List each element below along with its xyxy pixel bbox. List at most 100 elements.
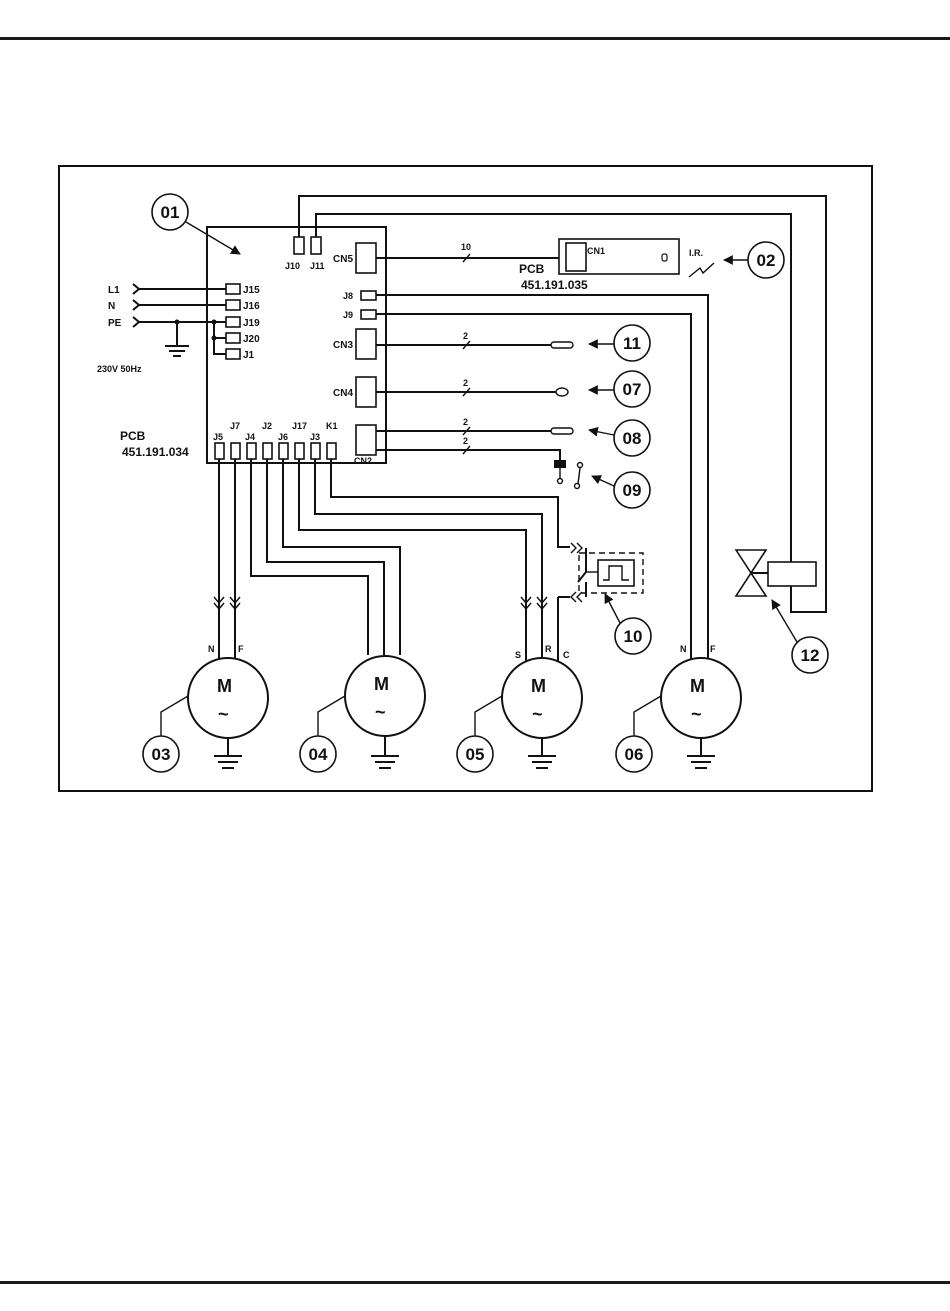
label-j5: J5	[213, 432, 223, 442]
label-cn2: CN2	[354, 456, 372, 466]
svg-text:C: C	[563, 650, 570, 660]
callout-05: 05	[457, 696, 502, 772]
label-j20: J20	[243, 334, 260, 345]
wire-j2-motor04	[267, 459, 384, 655]
connector-j15	[226, 284, 240, 294]
connector-j5	[215, 443, 224, 459]
main-pcb-title: PCB	[120, 429, 146, 443]
label-cn3: CN3	[333, 340, 353, 351]
callout-02: 02	[724, 242, 784, 278]
svg-text:N: N	[208, 644, 215, 654]
label-j1: J1	[243, 350, 255, 361]
wirecount-cn2-a: 2	[463, 417, 468, 427]
callout-11: 11	[589, 325, 650, 361]
connector-cn5	[356, 243, 376, 273]
callout-04: 04	[300, 696, 345, 772]
label-j10: J10	[285, 261, 300, 271]
callout-03: 03	[143, 696, 188, 772]
label-j3: J3	[310, 432, 320, 442]
label-cn1: CN1	[587, 246, 605, 256]
connector-k1	[327, 443, 336, 459]
probe-11	[551, 342, 573, 348]
svg-text:M: M	[690, 676, 705, 696]
switch-09	[554, 460, 583, 489]
label-j7: J7	[230, 421, 240, 431]
callout-10: 10	[605, 594, 651, 654]
svg-text:~: ~	[218, 704, 229, 724]
svg-text:S: S	[515, 650, 521, 660]
connector-j8	[361, 291, 376, 300]
svg-text:12: 12	[801, 646, 820, 665]
connector-j2	[263, 443, 272, 459]
label-ir: I.R.	[689, 248, 703, 258]
svg-text:04: 04	[309, 745, 328, 764]
wire-k1-capacitor	[331, 459, 570, 547]
svg-text:M: M	[531, 676, 546, 696]
label-k1: K1	[326, 421, 338, 431]
callout-09: 09	[592, 472, 650, 508]
ir-signal-icon	[689, 263, 714, 277]
connector-j11	[311, 237, 321, 254]
svg-text:F: F	[238, 644, 244, 654]
wire-j4-motor04	[251, 459, 368, 655]
callout-08: 08	[589, 420, 650, 456]
motor-05: M ~ S R C	[502, 644, 582, 768]
label-j19: J19	[243, 318, 260, 329]
wire-j6-motor04	[283, 459, 400, 655]
wirecount-cn2-b: 2	[463, 436, 468, 446]
label-j6: J6	[278, 432, 288, 442]
svg-text:07: 07	[623, 380, 642, 399]
connector-j1	[226, 349, 240, 359]
connector-j19	[226, 317, 240, 327]
svg-text:~: ~	[375, 702, 386, 722]
label-j4: J4	[245, 432, 255, 442]
label-j16: J16	[243, 301, 260, 312]
ir-pcb-cn1	[566, 243, 586, 271]
wirecount-cn4: 2	[463, 378, 468, 388]
svg-text:N: N	[680, 644, 687, 654]
svg-text:M: M	[217, 676, 232, 696]
label-j15: J15	[243, 285, 260, 296]
wire-j3-motor05	[315, 459, 542, 670]
label-pe: PE	[108, 318, 122, 329]
connector-cn4	[356, 377, 376, 407]
label-j8: J8	[343, 291, 353, 301]
svg-text:F: F	[710, 644, 716, 654]
label-cn5: CN5	[333, 254, 353, 265]
wire-j17-motor05	[299, 459, 526, 670]
connector-j6	[279, 443, 288, 459]
probe-07	[556, 388, 568, 396]
label-cn4: CN4	[333, 388, 353, 399]
label-j17: J17	[292, 421, 307, 431]
callout-07: 07	[589, 371, 650, 407]
connector-j9	[361, 310, 376, 319]
wirecount-cn5: 10	[461, 242, 471, 252]
svg-text:R: R	[545, 644, 552, 654]
svg-text:09: 09	[623, 481, 642, 500]
ir-pcb-title: PCB	[519, 262, 545, 276]
connector-j10	[294, 237, 304, 254]
label-n: N	[108, 301, 115, 312]
probe-08	[551, 428, 573, 434]
connector-cn3	[356, 329, 376, 359]
connector-j16	[226, 300, 240, 310]
connector-j3	[311, 443, 320, 459]
wirecount-cn3: 2	[463, 331, 468, 341]
callout-06: 06	[616, 696, 661, 772]
device-10-body	[598, 560, 634, 586]
svg-text:~: ~	[691, 704, 702, 724]
svg-text:M: M	[374, 674, 389, 694]
connector-j20	[226, 333, 240, 343]
wire-cn2-switch	[376, 450, 560, 460]
connector-j4	[247, 443, 256, 459]
svg-text:03: 03	[152, 745, 171, 764]
svg-text:05: 05	[466, 745, 485, 764]
motor-04: M ~	[345, 656, 425, 768]
supply-rating: 230V 50Hz	[97, 364, 142, 374]
label-j2: J2	[262, 421, 272, 431]
connector-j17	[295, 443, 304, 459]
label-j9: J9	[343, 310, 353, 320]
motor-03: M ~ N F	[188, 644, 268, 768]
label-l1: L1	[108, 285, 120, 296]
